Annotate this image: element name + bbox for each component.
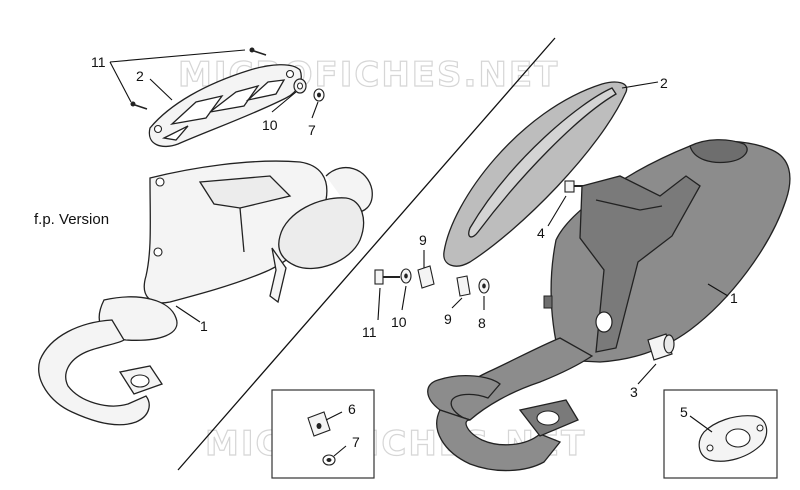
left-heat-shield <box>148 64 302 148</box>
center-washer-10 <box>400 268 412 284</box>
right-muffler <box>427 139 791 472</box>
callout-center-11: 11 <box>362 324 377 340</box>
callout-left-7: 7 <box>308 122 316 138</box>
left-screw-bottom <box>130 101 148 110</box>
callout-center-9a: 9 <box>419 232 427 248</box>
callout-box1-6: 6 <box>348 401 356 417</box>
callout-box2-5: 5 <box>680 404 688 420</box>
left-exhaust-body <box>38 160 373 426</box>
inset-box-clips <box>271 389 375 479</box>
center-bolt-4 <box>564 180 584 193</box>
callout-box1-7: 7 <box>352 434 360 450</box>
right-spacer-3 <box>647 333 675 361</box>
callout-left-1: 1 <box>200 318 208 334</box>
callout-right-3: 3 <box>630 384 638 400</box>
callout-center-9b: 9 <box>444 311 452 327</box>
callout-right-2: 2 <box>660 75 668 91</box>
center-bolt-11 <box>374 269 400 285</box>
callout-center-4: 4 <box>537 225 545 241</box>
left-spacer-10 <box>293 78 307 94</box>
separator-line <box>177 37 556 471</box>
center-nut-8 <box>478 278 490 294</box>
callout-left-2: 2 <box>136 68 144 84</box>
version-label: f.p. Version <box>34 211 109 228</box>
callout-right-1: 1 <box>730 290 738 306</box>
right-heat-shield <box>443 81 628 267</box>
callout-center-8: 8 <box>478 315 486 331</box>
left-screw-top <box>249 47 267 56</box>
center-clip-9a <box>417 265 435 289</box>
callout-center-10: 10 <box>391 314 407 330</box>
callout-left-11: 11 <box>91 54 106 70</box>
callout-left-10: 10 <box>262 117 278 133</box>
center-clip-9b <box>456 275 471 297</box>
inset-box-gasket <box>663 389 778 479</box>
left-washer-7 <box>313 88 325 102</box>
